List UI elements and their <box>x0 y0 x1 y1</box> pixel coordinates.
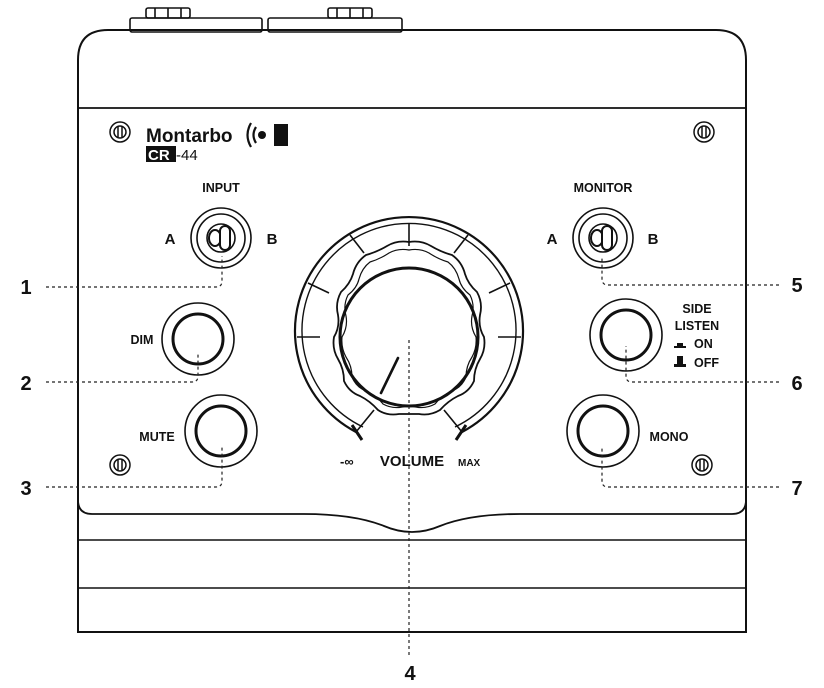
side-listen-label-line1: SIDE <box>682 302 711 316</box>
callout-number: 5 <box>791 275 802 297</box>
switch-released-icon <box>674 343 686 348</box>
speaker-waves-icon <box>246 122 288 148</box>
callout-number: 2 <box>20 373 31 395</box>
mute-button[interactable] <box>184 394 258 468</box>
switch-pressed-icon <box>674 356 686 367</box>
screw-icon <box>109 121 131 143</box>
brand-name: Montarbo <box>146 126 233 147</box>
side-listen-off-label: OFF <box>694 356 719 370</box>
mono-label: MONO <box>650 430 689 444</box>
callout-number: 1 <box>20 277 31 299</box>
face-panel <box>77 107 747 533</box>
volume-max-label: MAX <box>458 458 481 469</box>
screw-icon <box>109 454 131 476</box>
volume-scale-ticks <box>297 223 521 433</box>
side-listen-button[interactable] <box>589 298 663 372</box>
input-b-label: B <box>267 231 278 248</box>
chassis <box>77 29 747 633</box>
leader-lines <box>46 256 779 655</box>
callout-number: 3 <box>20 478 31 500</box>
top-connectors <box>129 7 403 33</box>
volume-label: VOLUME <box>380 453 444 470</box>
monitor-selector-switch[interactable] <box>572 207 634 269</box>
callout-number: 6 <box>791 373 802 395</box>
screw-icon <box>691 454 713 476</box>
callout-number: 7 <box>791 478 802 500</box>
side-listen-on-label: ON <box>694 337 713 351</box>
model-suffix: -44 <box>176 147 198 164</box>
screw-icon <box>693 121 715 143</box>
input-selector-switch[interactable] <box>190 207 252 269</box>
model-badge: CR -44 <box>146 146 198 164</box>
mono-button[interactable] <box>566 394 640 468</box>
model-prefix: CR <box>148 147 170 164</box>
dim-label: DIM <box>131 333 154 347</box>
input-label: INPUT <box>202 181 240 195</box>
volume-min-label: -∞ <box>340 454 354 469</box>
volume-pointer-indicator <box>379 356 400 395</box>
side-listen-label-line2: LISTEN <box>675 319 719 333</box>
callout-number: 4 <box>404 663 416 685</box>
monitor-label: MONITOR <box>574 181 633 195</box>
mute-label: MUTE <box>139 430 174 444</box>
monitor-b-label: B <box>648 231 659 248</box>
input-a-label: A <box>165 231 176 248</box>
monitor-a-label: A <box>547 231 558 248</box>
dim-button[interactable] <box>161 302 235 376</box>
